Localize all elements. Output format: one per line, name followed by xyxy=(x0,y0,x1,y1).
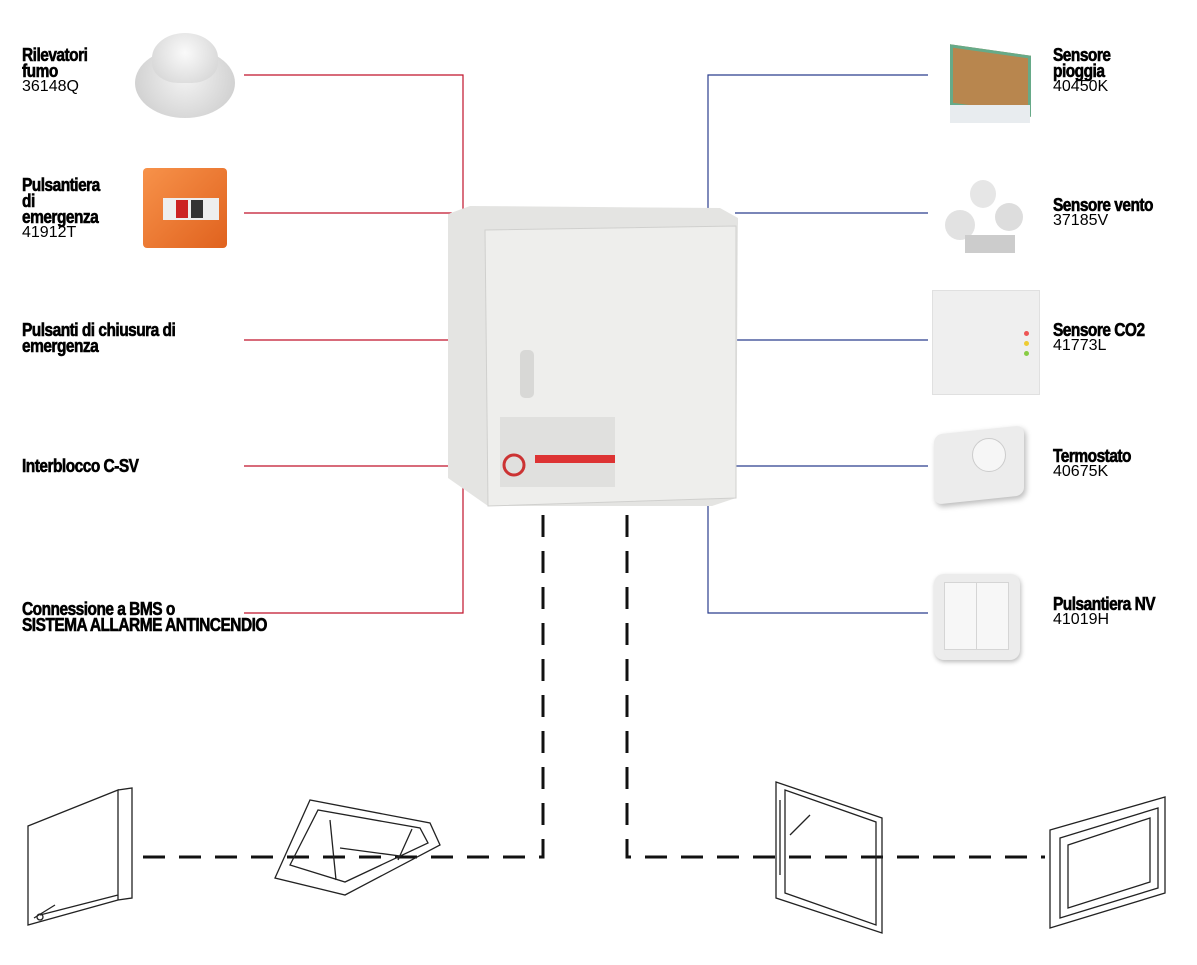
thermostat-icon xyxy=(932,420,1032,510)
device-name: Sensore CO2 xyxy=(1053,320,1146,340)
control-panel-icon xyxy=(448,206,738,507)
left-actuator-line xyxy=(138,515,545,859)
device-name: Pulsantiera di emergenza xyxy=(22,175,101,227)
right-wires xyxy=(707,74,928,614)
skylight-icon xyxy=(274,799,441,896)
device-name: Sensore pioggia xyxy=(1053,45,1112,81)
left-wires xyxy=(244,74,464,614)
product-code: 41773L xyxy=(1053,337,1107,354)
device-name: Pulsanti di chiusura di emergenza xyxy=(22,320,176,356)
product-code: 41912T xyxy=(22,224,77,241)
right-connection-lines xyxy=(707,74,928,614)
smoke-detector-icon xyxy=(130,28,240,123)
side-hung-window-icon xyxy=(775,781,883,934)
device-name: Termostato xyxy=(1053,446,1132,466)
device-name: Interblocco C-SV xyxy=(22,456,139,476)
device-label: Pulsanti di chiusura di emergenza xyxy=(22,320,200,356)
wind-sensor-icon xyxy=(935,165,1035,260)
device-name: Rilevatori fumo xyxy=(22,45,88,81)
emergency-button-icon xyxy=(143,168,228,260)
top-hung-window-icon xyxy=(27,787,133,926)
device-label: Connessione a BMS o SISTEMA ALLARME ANTI… xyxy=(22,599,307,635)
rain-sensor-icon xyxy=(935,35,1035,125)
device-label: Interblocco C-SV xyxy=(22,456,157,476)
product-code: 40450K xyxy=(1053,78,1109,95)
device-name: Sensore vento xyxy=(1053,195,1154,215)
left-connection-lines xyxy=(244,74,464,614)
product-code: 41019H xyxy=(1053,611,1110,628)
product-code: 40675K xyxy=(1053,463,1109,480)
wall-switch-icon xyxy=(932,572,1024,664)
product-code: 37185V xyxy=(1053,212,1109,229)
actuator-lines xyxy=(138,515,1045,859)
right-actuator-line xyxy=(625,515,1045,859)
product-code: 36148Q xyxy=(22,78,79,95)
device-name: Pulsantiera NV xyxy=(1053,594,1156,614)
co2-sensor-icon xyxy=(932,290,1040,395)
device-name: Connessione a BMS o SISTEMA ALLARME ANTI… xyxy=(22,599,268,635)
frame-window-icon xyxy=(1049,796,1166,929)
